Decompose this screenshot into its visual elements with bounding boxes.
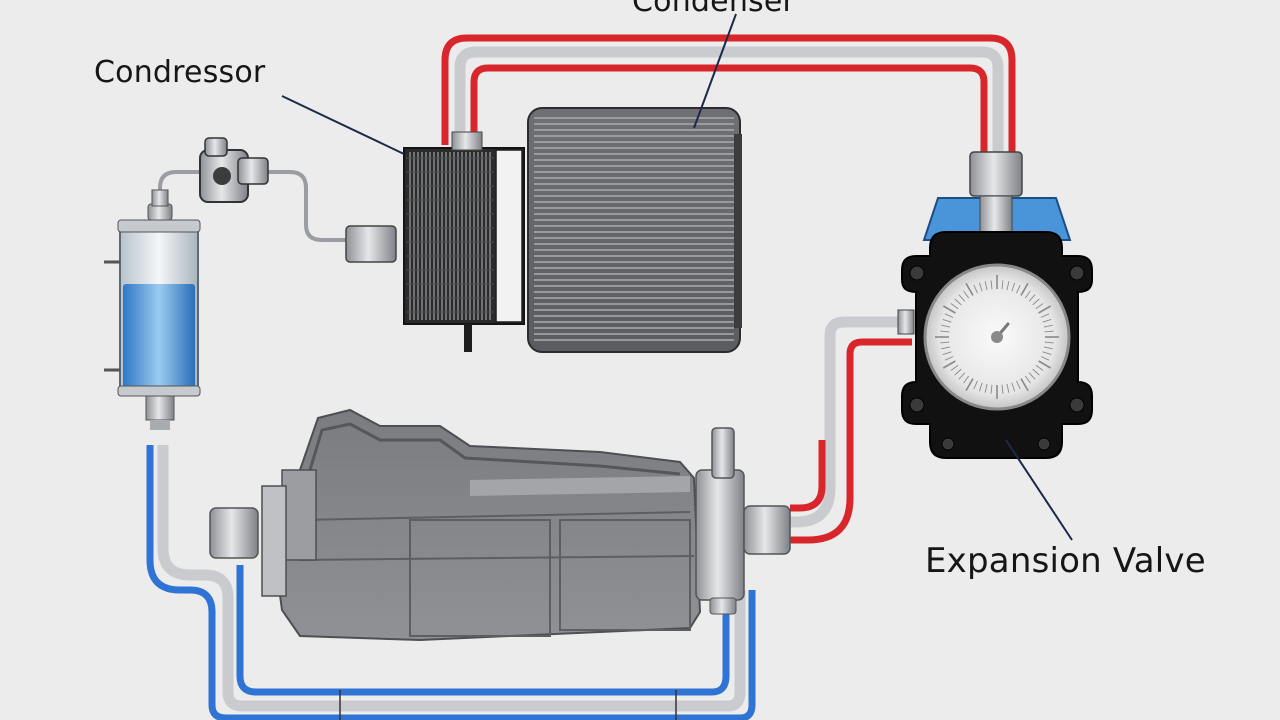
hot-line-top xyxy=(441,34,1016,160)
gauge-hub xyxy=(991,331,1003,343)
condenser-unit xyxy=(527,107,742,353)
expansion-valve xyxy=(897,151,1093,459)
condenser-leader xyxy=(693,13,737,129)
expansion-valve-label: Expansion Valve xyxy=(925,541,1206,581)
cold-line-bottom xyxy=(146,445,756,720)
compressor-label: Condressor xyxy=(94,55,266,90)
expansion-valve-leader xyxy=(1005,439,1073,541)
drier-feed-line xyxy=(158,170,346,242)
engine-block xyxy=(209,408,791,642)
gauge-ticks xyxy=(935,275,1059,399)
condenser-label: Condenser xyxy=(632,0,796,19)
receiver-drier xyxy=(104,189,201,430)
sight-valve xyxy=(199,137,269,203)
callout-leaders xyxy=(281,13,1073,541)
compressor-leader xyxy=(281,95,405,155)
compressor-unit xyxy=(345,131,525,352)
hot-line-right xyxy=(790,316,912,544)
